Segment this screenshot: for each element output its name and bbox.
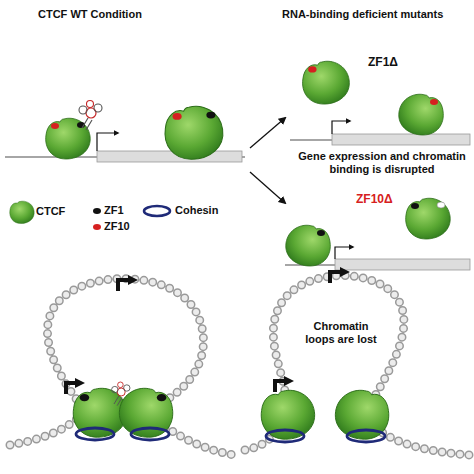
transition-arrow	[250, 172, 285, 203]
ctcf-protein	[286, 225, 331, 266]
legend-text: Cohesin	[175, 204, 218, 217]
panel-heading: CTCF WT Condition	[38, 8, 178, 21]
cohesin-ring	[131, 428, 169, 440]
ctcf-sample	[10, 201, 34, 223]
annotation: Chromatin loops are lost	[300, 320, 382, 346]
tss-arrow	[332, 121, 350, 134]
ctcf-protein	[406, 198, 451, 239]
rna-stem-loop	[112, 382, 130, 406]
transition-arrow	[250, 118, 285, 148]
chromatin-fiber	[245, 276, 470, 455]
ctcf-body	[10, 201, 34, 223]
zf10-sample	[93, 224, 101, 230]
zf1-mutant-locus	[290, 121, 470, 145]
tss-arrow	[335, 247, 353, 259]
annotation: Gene expression and chromatin binding is…	[298, 150, 466, 176]
ctcf-body	[406, 198, 451, 239]
legend-text: ZF1	[104, 204, 124, 217]
chromatin-fiber	[10, 279, 235, 455]
ctcf-body	[286, 225, 331, 266]
rna-stem-loop	[79, 101, 102, 131]
zf1-domain	[317, 230, 325, 236]
promoter-arrow	[118, 280, 133, 291]
promoter-arrow	[330, 272, 345, 283]
chromatin-loop	[10, 279, 235, 455]
ctcf-protein	[165, 106, 223, 159]
chromatin-fiber	[245, 276, 470, 455]
ctcf-body	[165, 106, 223, 159]
legend-text: ZF10	[104, 220, 130, 233]
zf10-domain	[308, 66, 316, 72]
zf10-domain	[51, 123, 59, 129]
panel-heading: RNA-binding deficient mutants	[282, 8, 472, 21]
zf10-domain	[430, 99, 438, 105]
ctcf-body	[399, 94, 444, 135]
ctcf-body	[303, 61, 350, 104]
zf1-domain	[206, 112, 215, 119]
cohesin-ring	[266, 430, 304, 442]
mutant-label: ZF1Δ	[368, 56, 418, 69]
zf1-domain	[157, 394, 167, 401]
cohesin-ring	[347, 430, 385, 442]
deleted-zf10	[437, 202, 445, 208]
ctcf-protein	[303, 61, 350, 104]
legend-text: CTCF	[36, 205, 65, 218]
gene-body	[97, 151, 242, 162]
legend-samples	[10, 201, 170, 230]
ctcf-protein	[399, 94, 444, 135]
rna-shape	[79, 101, 102, 131]
mutant-label: ZF10Δ	[356, 193, 416, 206]
rna-shape	[112, 382, 130, 406]
chromatin-fiber	[10, 279, 235, 455]
cohesin-ring	[76, 428, 114, 440]
zf1-sample	[93, 208, 101, 214]
zf1-domain	[411, 203, 419, 209]
zf1-domain	[80, 394, 90, 401]
cohesin-sample	[144, 206, 170, 216]
tss-arrow	[97, 133, 118, 151]
gene-body	[335, 259, 470, 270]
lost-chromatin-loop	[245, 272, 470, 455]
gene-body	[332, 134, 470, 145]
promoter-arrow	[66, 383, 80, 394]
zf10-domain	[173, 113, 182, 120]
